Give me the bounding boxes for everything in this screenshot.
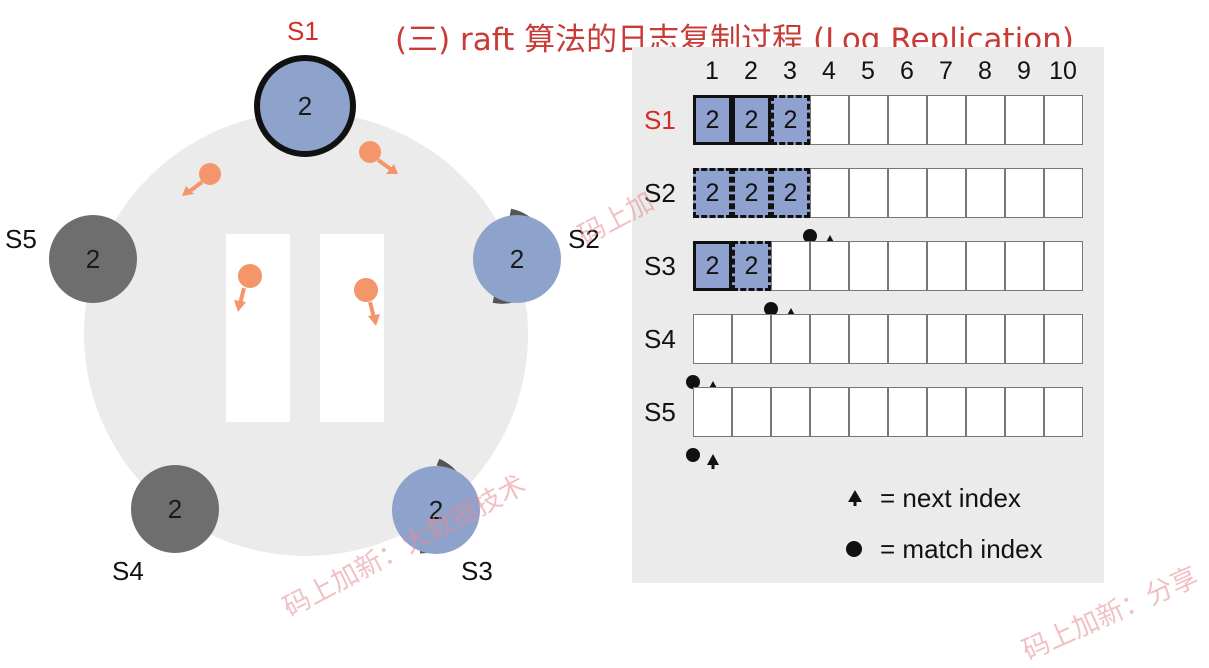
log-entry: 2 <box>771 95 810 145</box>
node-term: 2 <box>297 90 313 121</box>
log-slot <box>693 387 732 437</box>
node-term: 2 <box>85 243 101 274</box>
log-entry: 2 <box>693 241 732 291</box>
log-slot <box>888 95 927 145</box>
log-index-header: 9 <box>1017 57 1031 85</box>
log-index-header: 5 <box>861 57 875 85</box>
log-index-header: 8 <box>978 57 992 85</box>
log-slot <box>1044 168 1083 218</box>
log-slot <box>966 95 1005 145</box>
log-index-header: 6 <box>900 57 914 85</box>
log-slot <box>810 168 849 218</box>
log-slot <box>1044 387 1083 437</box>
log-row-label: S1 <box>644 105 676 135</box>
legend-match-index: = match index <box>880 534 1043 564</box>
log-slot <box>1005 241 1044 291</box>
log-slot <box>888 241 927 291</box>
server-node-s1: 2 <box>254 55 356 157</box>
match-index-marker-icon <box>686 448 700 462</box>
log-slot <box>810 314 849 364</box>
log-entry: 2 <box>732 95 771 145</box>
server-label-s2: S2 <box>568 224 600 254</box>
log-slot <box>1044 314 1083 364</box>
server-label-s5: S5 <box>5 224 37 254</box>
log-slot <box>1044 241 1083 291</box>
log-slot <box>810 95 849 145</box>
log-row-label: S5 <box>644 397 676 427</box>
append-entries-message-icon <box>359 141 398 174</box>
node-term: 2 <box>509 243 525 274</box>
log-index-header: 10 <box>1049 57 1077 85</box>
client-request-lane-left <box>226 234 290 422</box>
log-slot <box>888 387 927 437</box>
server-label-s1: S1 <box>287 16 319 46</box>
next-index-marker-icon <box>848 490 862 506</box>
log-entry: 2 <box>693 168 732 218</box>
log-slot <box>966 241 1005 291</box>
server-label-s3: S3 <box>461 556 493 586</box>
log-slot <box>927 314 966 364</box>
append-entries-message-icon <box>182 163 221 196</box>
log-slot <box>927 241 966 291</box>
log-entry: 2 <box>732 168 771 218</box>
log-slot <box>732 314 771 364</box>
log-row-label: S2 <box>644 178 676 208</box>
log-slot <box>927 95 966 145</box>
log-index-header: 4 <box>822 57 836 85</box>
log-slot <box>849 95 888 145</box>
log-slot <box>1044 95 1083 145</box>
server-node-s2: 2 <box>473 215 561 303</box>
log-slot <box>849 387 888 437</box>
match-index-marker-icon <box>686 375 700 389</box>
log-index-header: 3 <box>783 57 797 85</box>
log-slot <box>849 241 888 291</box>
log-slot <box>966 168 1005 218</box>
log-slot <box>693 314 732 364</box>
log-index-header: 7 <box>939 57 953 85</box>
log-slot <box>849 168 888 218</box>
log-slot <box>927 387 966 437</box>
server-label-s4: S4 <box>112 556 144 586</box>
log-slot <box>810 241 849 291</box>
log-slot <box>810 387 849 437</box>
server-node-s3: 2 <box>392 466 480 554</box>
node-term: 2 <box>428 494 444 525</box>
log-row-label: S3 <box>644 251 676 281</box>
append-entries-message-icon <box>234 264 262 312</box>
append-entries-message-icon <box>354 278 380 326</box>
log-slot <box>1005 168 1044 218</box>
log-entry: 2 <box>732 241 771 291</box>
log-slot <box>849 314 888 364</box>
log-slot <box>771 387 810 437</box>
next-index-marker-icon <box>707 454 719 469</box>
log-slot <box>966 387 1005 437</box>
log-slot <box>771 314 810 364</box>
log-slot <box>1005 314 1044 364</box>
log-index-header: 1 <box>705 57 719 85</box>
log-index-header: 2 <box>744 57 758 85</box>
log-row-label: S4 <box>644 324 676 354</box>
log-slot <box>1005 387 1044 437</box>
server-node-s4: 2 <box>131 465 219 553</box>
log-slot <box>1005 95 1044 145</box>
legend-next-index: = next index <box>880 483 1021 513</box>
log-entry: 2 <box>693 95 732 145</box>
server-node-s5: 2 <box>49 215 137 303</box>
log-slot <box>888 314 927 364</box>
match-index-marker-icon <box>803 229 817 243</box>
log-entry: 2 <box>771 168 810 218</box>
match-index-marker-icon <box>846 541 862 557</box>
node-term: 2 <box>167 493 183 524</box>
log-slot <box>927 168 966 218</box>
match-index-marker-icon <box>764 302 778 316</box>
log-slot <box>966 314 1005 364</box>
log-slot <box>771 241 810 291</box>
client-request-lane-right <box>320 234 384 422</box>
log-slot <box>732 387 771 437</box>
log-slot <box>888 168 927 218</box>
